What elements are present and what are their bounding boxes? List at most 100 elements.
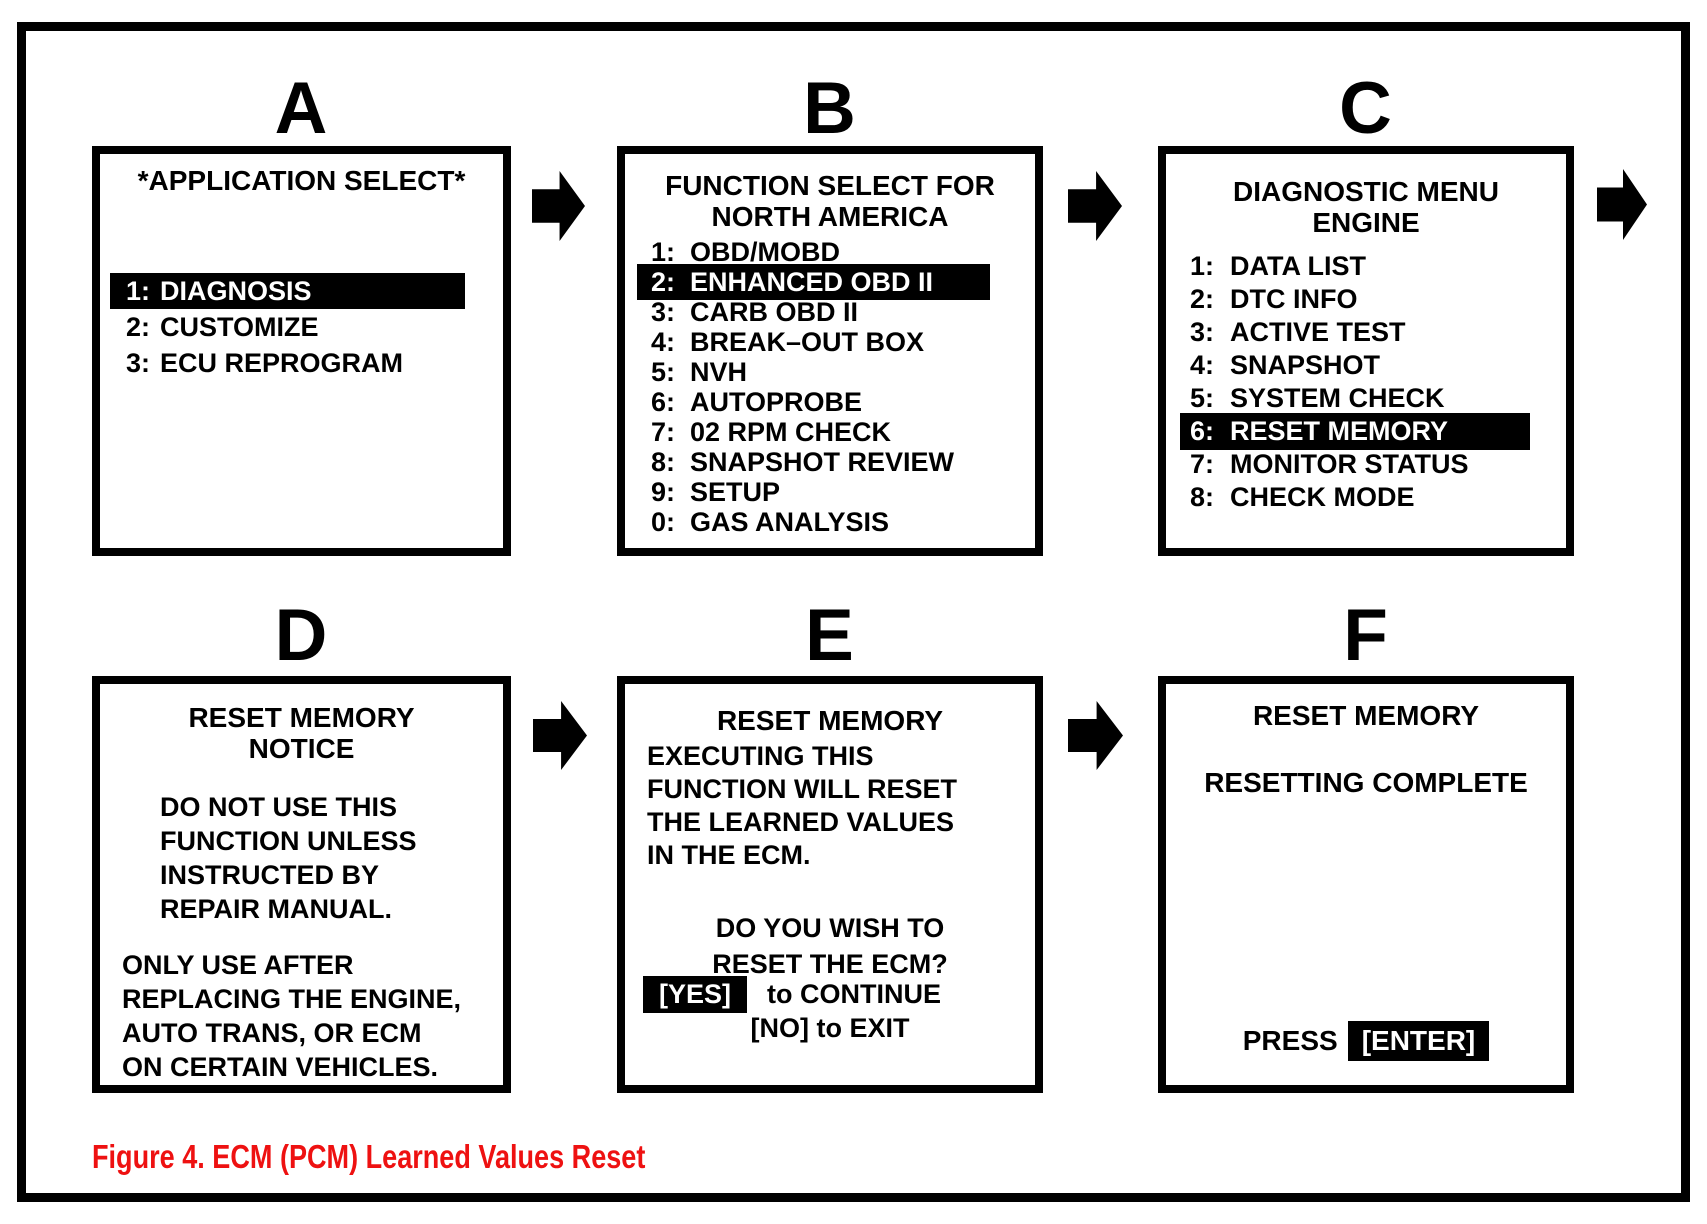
menu-item-number: 1:	[1190, 251, 1215, 281]
menu-item-monitor-status: 7: MONITOR STATUS	[1166, 448, 1566, 481]
screen-title: DIAGNOSTIC MENU ENGINE	[1166, 176, 1566, 238]
panel-label-b: B	[803, 68, 857, 149]
menu-item-reset-memory: 6: RESET MEMORY	[1180, 413, 1530, 450]
menu-item-number: 7:	[651, 417, 676, 447]
menu-item-number: 6:	[1190, 416, 1215, 446]
menu-item-label: DATA LIST	[1230, 251, 1366, 281]
menu-item-number: 5:	[1190, 383, 1215, 413]
menu-item-label: GAS ANALYSIS	[690, 507, 890, 537]
menu-list: 1: OBD/MOBD 2: ENHANCED OBD II 3: CARB O…	[625, 237, 1035, 537]
screen-title-line1: DIAGNOSTIC MENU	[1233, 176, 1499, 207]
menu-item-label: 02 RPM CHECK	[690, 417, 892, 447]
screen-reset-memory-notice: RESET MEMORY NOTICE DO NOT USE THIS FUNC…	[92, 676, 511, 1093]
menu-item-nvh: 5: NVH	[625, 357, 1035, 387]
panel-label-a: A	[274, 68, 329, 149]
screen-title: RESET MEMORY	[716, 705, 944, 736]
menu-item-diagnosis: 1: DIAGNOSIS	[110, 273, 465, 309]
menu-item-snapshot-review: 8: SNAPSHOT REVIEW	[625, 447, 1035, 477]
screen-title: *APPLICATION SELECT*	[137, 165, 466, 196]
menu-item-autoprobe: 6: AUTOPROBE	[625, 387, 1035, 417]
menu-item-label: RESET MEMORY	[1230, 416, 1449, 446]
menu-item-number: 8:	[1190, 482, 1215, 512]
screen-title-line1: RESET MEMORY	[188, 702, 415, 733]
panel-label-c: C	[1339, 68, 1393, 149]
menu-item-label: ECU REPROGRAM	[160, 348, 404, 378]
screen-title: FUNCTION SELECT FOR NORTH AMERICA	[625, 170, 1035, 232]
menu-item-system-check: 5: SYSTEM CHECK	[1166, 382, 1566, 415]
panel-label-d: D	[274, 595, 329, 676]
menu-item-break-out-box: 4: BREAK–OUT BOX	[625, 327, 1035, 357]
screen-resetting-complete: RESET MEMORY RESETTING COMPLETE PRESS [E…	[1158, 676, 1574, 1093]
menu-item-label: DTC INFO	[1230, 284, 1358, 314]
menu-item-snapshot: 4: SNAPSHOT	[1166, 349, 1566, 382]
menu-item-dtc-info: 2: DTC INFO	[1166, 283, 1566, 316]
menu-item-label: DIAGNOSIS	[160, 276, 312, 306]
menu-item-label: SYSTEM CHECK	[1230, 383, 1445, 413]
menu-item-number: 2:	[651, 267, 676, 297]
menu-item-check-mode: 8: CHECK MODE	[1166, 481, 1566, 514]
menu-item-number: 8:	[651, 447, 676, 477]
menu-item-active-test: 3: ACTIVE TEST	[1166, 316, 1566, 349]
menu-item-label: NVH	[690, 357, 748, 387]
question-text: DO YOU WISH TO RESET THE ECM?	[625, 910, 1035, 982]
menu-item-number: 7:	[1190, 449, 1215, 479]
menu-item-number: 3:	[651, 297, 676, 327]
body-line: FUNCTION WILL RESET	[647, 774, 957, 804]
menu-item-carb-obd-ii: 3: CARB OBD II	[625, 297, 1035, 327]
warning-text-2: ONLY USE AFTER REPLACING THE ENGINE, AUT…	[122, 948, 461, 1084]
panel-label-e: E	[805, 595, 855, 676]
question-line: RESET THE ECM?	[712, 949, 948, 979]
menu-item-number: 5:	[651, 357, 676, 387]
menu-item-label: BREAK–OUT BOX	[690, 327, 925, 357]
menu-item-data-list: 1: DATA LIST	[1166, 250, 1566, 283]
menu-item-label: CUSTOMIZE	[160, 312, 319, 342]
warning-line: ON CERTAIN VEHICLES.	[122, 1052, 439, 1082]
yes-key: [YES]	[643, 976, 748, 1013]
menu-item-label: CARB OBD II	[690, 297, 858, 327]
menu-list: 1: DIAGNOSIS 2: CUSTOMIZE 3: ECU REPROGR…	[100, 273, 503, 381]
menu-item-label: AUTOPROBE	[690, 387, 863, 417]
menu-item-enhanced-obd-ii: 2: ENHANCED OBD II	[637, 264, 990, 300]
question-line: DO YOU WISH TO	[715, 913, 945, 943]
menu-item-number: 3:	[126, 348, 151, 378]
enter-key: [ENTER]	[1347, 1021, 1490, 1061]
menu-item-number: 3:	[1190, 317, 1215, 347]
yes-action-text: to CONTINUE	[767, 979, 941, 1009]
menu-item-label: MONITOR STATUS	[1230, 449, 1469, 479]
warning-line: AUTO TRANS, OR ECM	[122, 1018, 422, 1048]
body-line: THE LEARNED VALUES	[647, 807, 955, 837]
menu-item-number: 9:	[651, 477, 676, 507]
yes-continue-line: [YES] to CONTINUE	[643, 976, 941, 1013]
warning-text-1: DO NOT USE THIS FUNCTION UNLESS INSTRUCT…	[160, 790, 417, 926]
no-exit-line: [NO] to EXIT	[750, 1013, 910, 1043]
menu-item-number: 2:	[1190, 284, 1215, 314]
screen-title-line2: NORTH AMERICA	[711, 201, 949, 232]
menu-item-number: 6:	[651, 387, 676, 417]
menu-list: 1: DATA LIST 2: DTC INFO 3: ACTIVE TEST …	[1166, 250, 1566, 514]
screen-title: RESET MEMORY NOTICE	[100, 702, 503, 764]
menu-item-number: 0:	[651, 507, 676, 537]
warning-line: FUNCTION UNLESS	[160, 826, 417, 856]
body-line: EXECUTING THIS	[647, 741, 874, 771]
screen-title-line1: FUNCTION SELECT FOR	[665, 170, 995, 201]
menu-item-number: 1:	[126, 276, 151, 306]
screen-title-line2: NOTICE	[248, 733, 355, 764]
warning-line: ONLY USE AFTER	[122, 950, 354, 980]
press-enter-line: PRESS [ENTER]	[1166, 1021, 1566, 1061]
menu-item-number: 4:	[1190, 350, 1215, 380]
menu-item-obd-mobd: 1: OBD/MOBD	[625, 237, 1035, 267]
menu-item-number: 1:	[651, 237, 676, 267]
body-text: EXECUTING THIS FUNCTION WILL RESET THE L…	[647, 740, 957, 872]
screen-reset-confirm: RESET MEMORY EXECUTING THIS FUNCTION WIL…	[617, 676, 1043, 1093]
status-text: RESETTING COMPLETE	[1204, 767, 1528, 798]
menu-item-label: SNAPSHOT REVIEW	[690, 447, 955, 477]
menu-item-label: ENHANCED OBD II	[690, 267, 934, 297]
menu-item-setup: 9: SETUP	[625, 477, 1035, 507]
press-label: PRESS	[1242, 1025, 1338, 1056]
screen-function-select: FUNCTION SELECT FOR NORTH AMERICA 1: OBD…	[617, 146, 1043, 556]
menu-item-label: SNAPSHOT	[1230, 350, 1381, 380]
menu-item-number: 4:	[651, 327, 676, 357]
menu-item-customize: 2: CUSTOMIZE	[100, 309, 503, 345]
menu-item-o2-rpm-check: 7: 02 RPM CHECK	[625, 417, 1035, 447]
warning-line: REPAIR MANUAL.	[160, 894, 392, 924]
